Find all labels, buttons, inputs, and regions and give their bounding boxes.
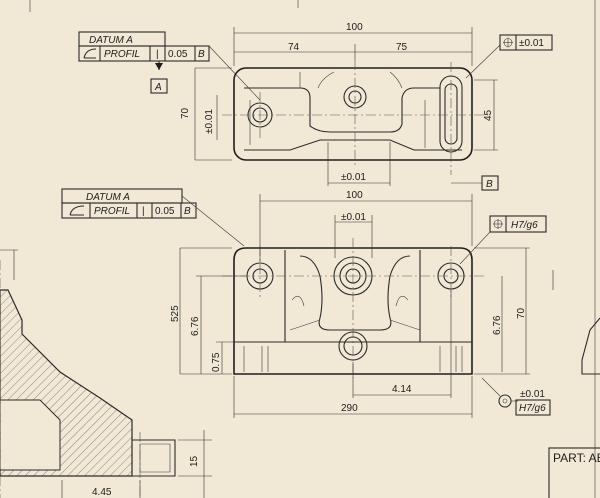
front-shading-lines: [289, 295, 421, 331]
dim-525-text: 525: [170, 305, 181, 322]
dim-676-left-text: 6.76: [190, 316, 201, 336]
front-pocket-edge: [299, 255, 411, 331]
dim-overall-front-text: 100: [346, 190, 363, 201]
datum-a-box: [150, 78, 168, 94]
dim-left-text: 74: [288, 42, 300, 53]
dim-slot-text: 45: [483, 109, 494, 121]
datum-a-text: A: [154, 82, 162, 93]
profile-label-text: PROFIL: [94, 206, 130, 217]
dim-15-text: 15: [189, 455, 200, 467]
dim-414-text: 4.14: [392, 384, 412, 395]
top-inner-lines: [249, 100, 426, 148]
bottom-tol-text: ±0.01: [520, 389, 545, 400]
profile-label-text: PROFIL: [104, 49, 140, 60]
profile-ref-text: B: [198, 49, 205, 60]
bottom-position-icon: [498, 394, 512, 408]
bottom-fit-text: H7/g6: [519, 403, 546, 414]
top-view: DATUM A PROFIL | 0.05 B A: [78, 22, 553, 191]
top-body-outline: [233, 67, 473, 161]
profile-frame-box: [61, 202, 197, 219]
profile-tolerance-text: 0.05: [168, 49, 188, 60]
bottom-fit-box: [515, 399, 551, 416]
front-flange-details: [243, 346, 463, 372]
title-block: PART: AB: [548, 447, 600, 498]
profile-sep-text: |: [142, 206, 145, 217]
dim-70-text: 70: [516, 307, 527, 319]
dim-bottom-tol-text: ±0.01: [341, 172, 366, 183]
profile-frame-box: [78, 45, 210, 62]
profile-symbol-icon: [69, 205, 85, 216]
dim-center-tol-text: ±0.01: [341, 212, 366, 223]
profile-control-frame-top: DATUM A PROFIL | 0.05 B A: [78, 31, 261, 101]
title-block-frame: [548, 447, 600, 498]
dim-height-text: 70: [180, 107, 191, 119]
profile-control-frame-front: DATUM A PROFIL | 0.05 B: [61, 188, 245, 247]
fit-callout-box: [489, 215, 547, 233]
dim-445-text: 4.45: [92, 487, 112, 498]
datum-triangle-icon: [155, 63, 163, 70]
front-side-walls: [284, 250, 421, 342]
profile-symbol-icon: [83, 48, 97, 59]
profile-sep-text: |: [156, 49, 159, 60]
top-lower-edge: [244, 139, 462, 151]
dim-height-tol-text: ±0.01: [204, 109, 215, 134]
position-tol-text: ±0.01: [519, 38, 544, 49]
dim-676-right-text: 6.76: [492, 315, 503, 335]
datum-b-box: [481, 175, 499, 191]
front-body-outline: [233, 247, 473, 375]
fit-callout-text: H7/g6: [511, 220, 538, 231]
section-step: [132, 439, 176, 477]
dim-075-text: 0.75: [211, 352, 222, 372]
dim-overall-text: 100: [346, 22, 363, 33]
datum-label-text: DATUM A: [89, 35, 133, 46]
dim-right-text: 75: [396, 42, 408, 53]
datum-label-text: DATUM A: [86, 192, 130, 203]
position-callout-box: [499, 34, 553, 51]
dim-290-text: 290: [341, 403, 358, 414]
datum-b-text: B: [486, 179, 493, 190]
right-partial-view: [581, 317, 600, 375]
part-label-text: PART: AB: [553, 451, 600, 465]
top-pocket-edge: [244, 87, 440, 133]
top-relief-lines: [299, 71, 403, 89]
left-section-view: 15 4.45: [0, 249, 212, 498]
profile-ref-text: B: [184, 206, 191, 217]
front-view: DATUM A PROFIL | 0.05 B: [61, 188, 551, 418]
profile-tolerance-text: 0.05: [155, 206, 175, 217]
